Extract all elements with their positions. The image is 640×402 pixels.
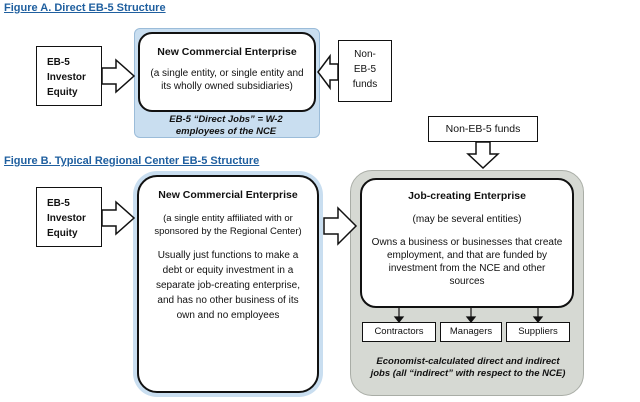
arrow-to-suppliers [532, 316, 544, 323]
non-eb5-line-2: EB-5 [353, 64, 377, 75]
investor-line-1: EB-5 [47, 198, 70, 209]
figure-a-nce-desc: (a single entity, or single entity and i… [150, 68, 304, 92]
figure-a-investor-box: EB-5 Investor Equity [36, 46, 102, 106]
figure-b-nce-body: Usually just functions to make a debt or… [156, 250, 300, 321]
non-eb5-line-1: Non- [354, 49, 376, 60]
investor-line-2: Investor [47, 72, 86, 83]
arrow-b-non-eb5-down [466, 141, 500, 170]
figure-a-nce-title: New Commercial Enterprise [157, 46, 297, 58]
figure-b-jce-title: Job-creating Enterprise [408, 190, 526, 202]
arrow-a-investor-to-nce [101, 58, 136, 94]
investor-line-3: Equity [47, 228, 78, 239]
arrow-a-non-eb5-to-nce [317, 53, 339, 91]
figure-b-nce-box: New Commercial Enterprise (a single enti… [137, 175, 319, 393]
figure-b-nce-title: New Commercial Enterprise [158, 189, 298, 201]
investor-line-1: EB-5 [47, 57, 70, 68]
figure-a-nce-box: New Commercial Enterprise (a single enti… [138, 32, 316, 112]
figure-b-title: Figure B. Typical Regional Center EB-5 S… [4, 155, 260, 167]
arrow-to-managers [465, 316, 477, 323]
figure-b-jce-box: Job-creating Enterprise (may be several … [360, 178, 574, 308]
arrow-b-investor-to-nce [101, 200, 136, 236]
figure-b-jce-sub: (may be several entities) [412, 214, 522, 225]
investor-line-2: Investor [47, 213, 86, 224]
figure-b-investor-box: EB-5 Investor Equity [36, 187, 102, 247]
figure-b-jce-body: Owns a business or businesses that creat… [371, 237, 563, 287]
figure-b-jobs-caption: Economist-calculated direct and indirect… [370, 356, 566, 379]
figure-a-title: Figure A. Direct EB-5 Structure [4, 2, 166, 14]
figure-b-nce-desc: (a single entity affiliated with or spon… [154, 213, 302, 237]
non-eb5-line-3: funds [352, 79, 378, 90]
arrow-to-contractors [393, 316, 405, 323]
arrow-b-nce-to-jce [323, 206, 358, 246]
figure-a-direct-jobs-caption: EB-5 “Direct Jobs” = W-2 employees of th… [169, 114, 283, 137]
figure-b-non-eb5-box: Non-EB-5 funds [428, 116, 538, 142]
investor-line-3: Equity [47, 87, 78, 98]
